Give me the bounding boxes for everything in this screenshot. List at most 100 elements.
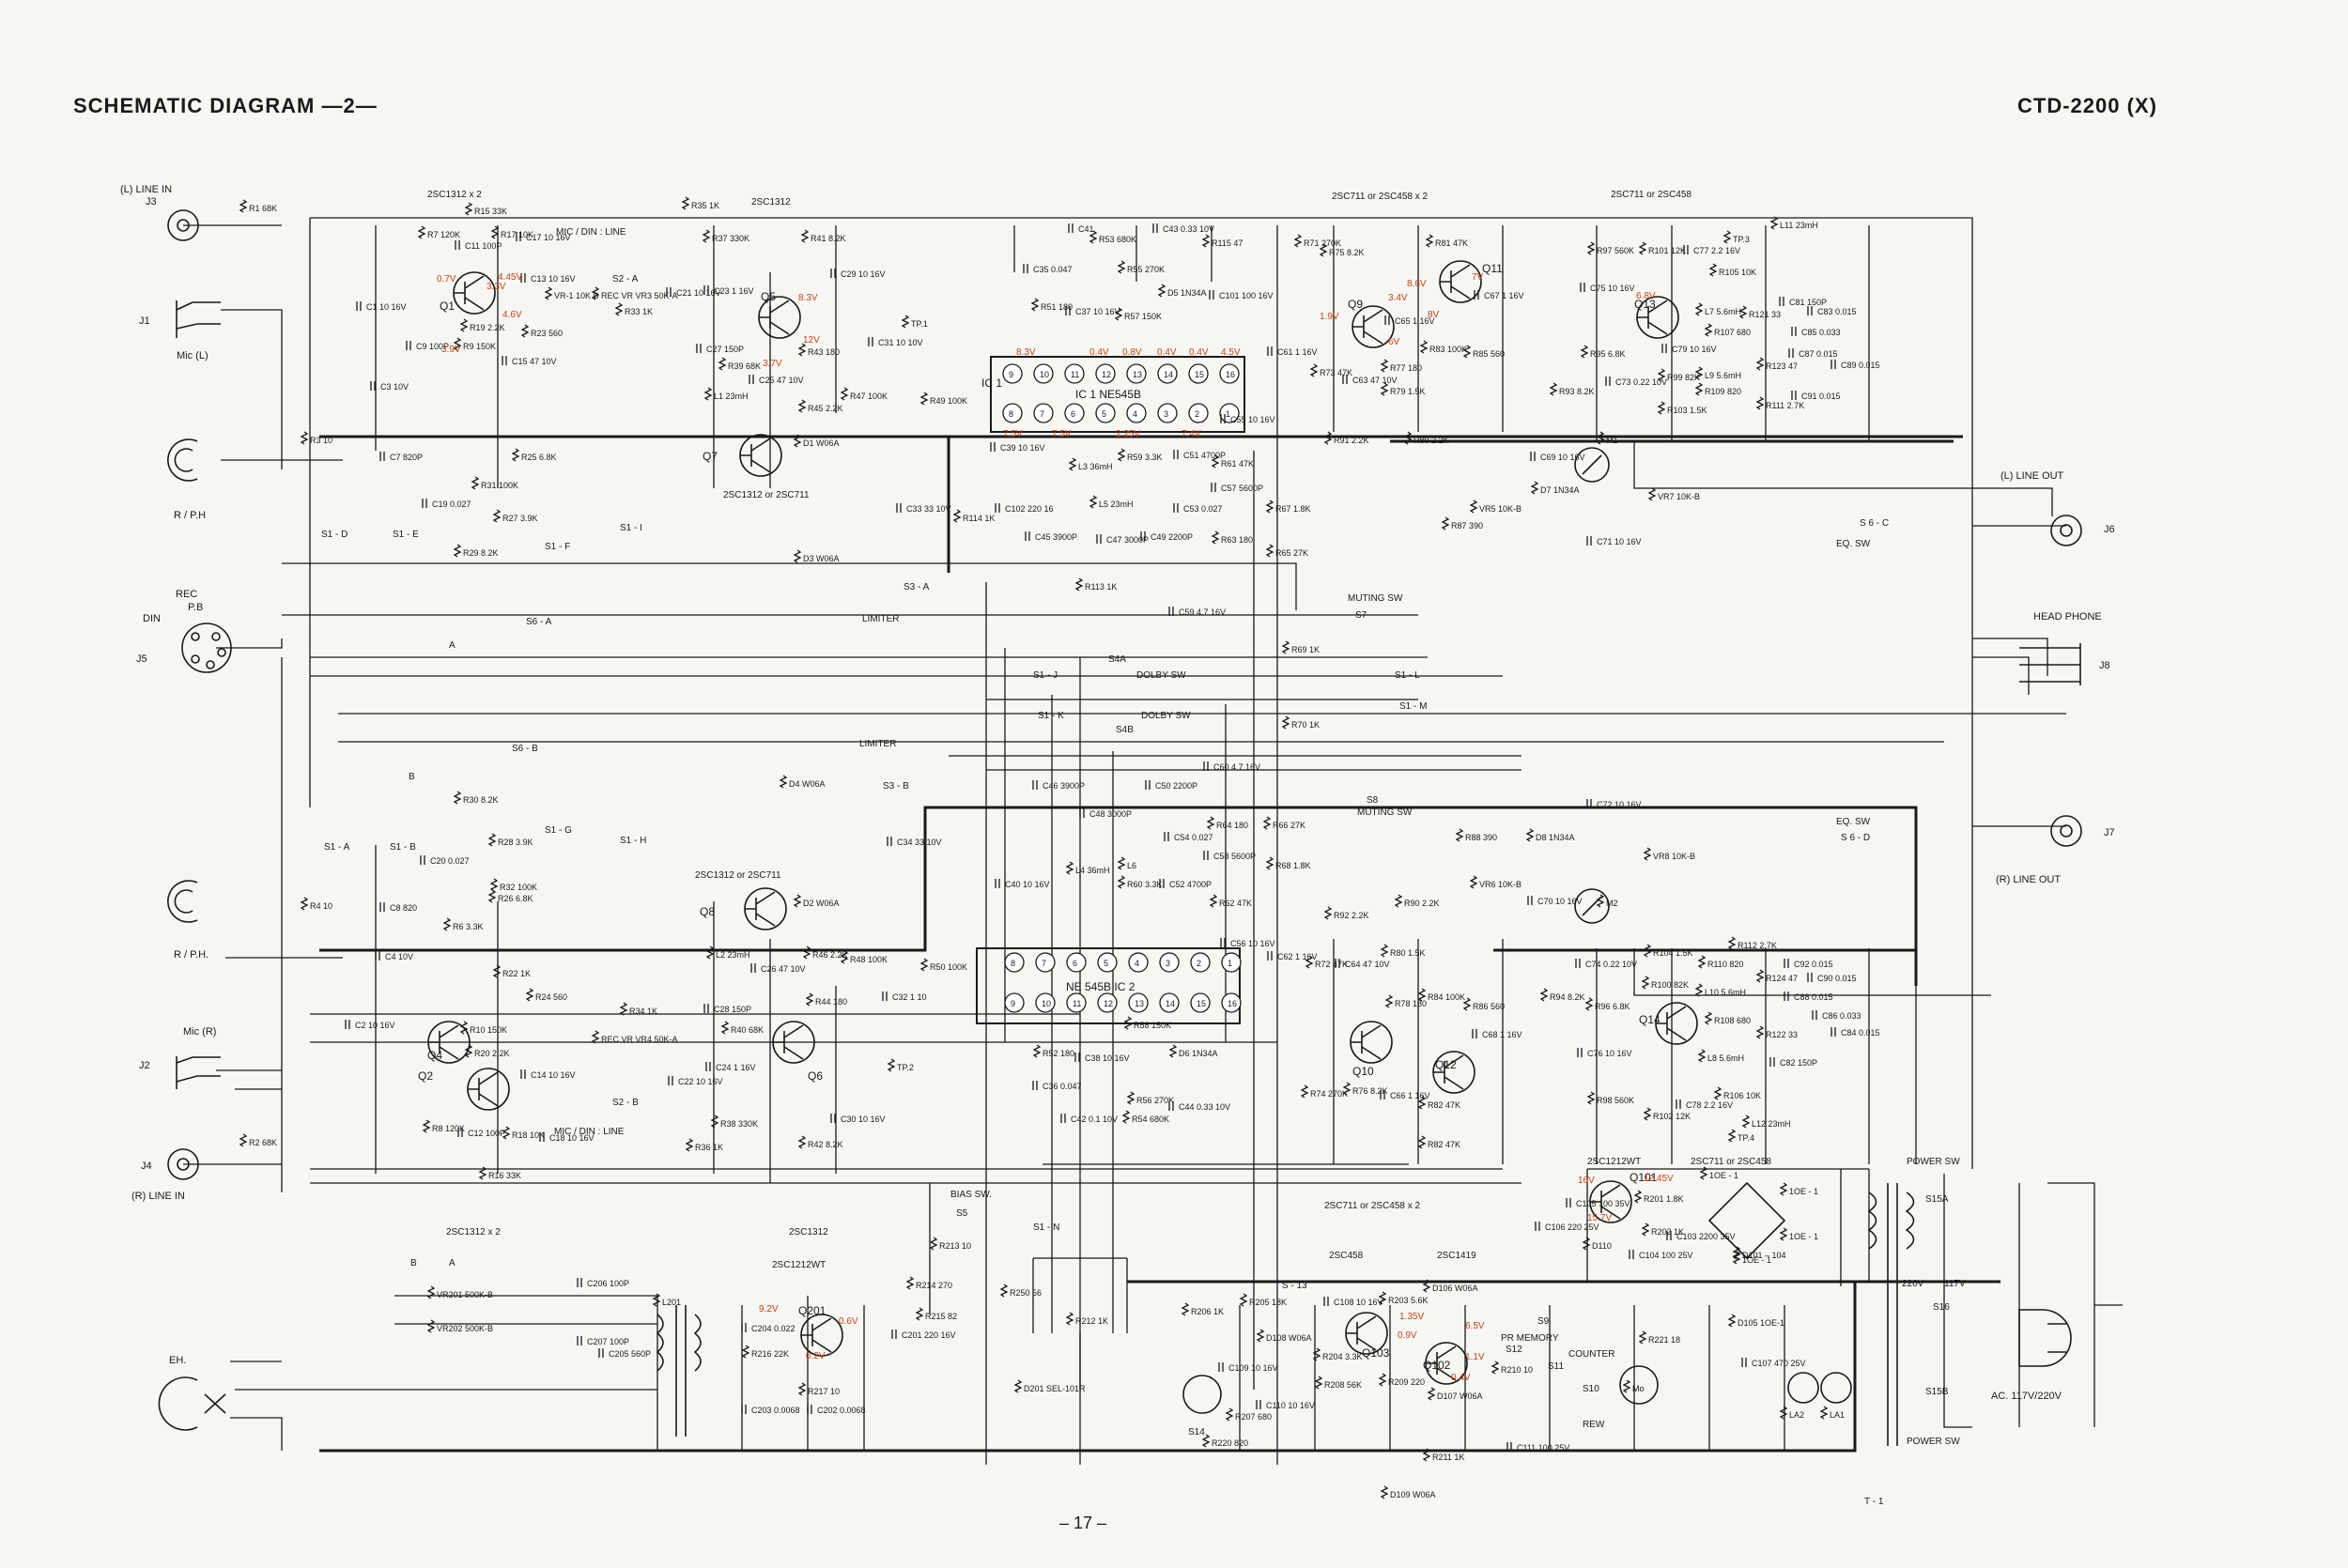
resistor-symbol	[1312, 1347, 1321, 1361]
jack-j5-din	[181, 623, 232, 673]
component-r79: R79 1.5K	[1390, 387, 1426, 396]
component-l6: L6	[1127, 861, 1136, 870]
jacks-j4t-label: (R) LINE IN	[131, 1191, 185, 1202]
resistor-symbol	[1032, 1044, 1042, 1058]
voltage-q13: 6.8V	[1636, 291, 1656, 301]
resistor-symbol	[1225, 1407, 1234, 1422]
resistor-symbol	[1738, 305, 1748, 319]
capacitor-symbol	[741, 1405, 747, 1414]
resistor-symbol	[1525, 828, 1535, 842]
capacitor-symbol	[1779, 297, 1784, 306]
component-r64: R64 180	[1216, 821, 1248, 830]
ic-pin	[1157, 403, 1178, 423]
resistor-symbol	[520, 324, 530, 338]
capacitor-symbol	[703, 285, 709, 295]
ic-pin-number: 5	[1102, 409, 1106, 419]
transistor-q102	[1425, 1342, 1468, 1385]
ic-pin	[1004, 992, 1025, 1013]
component-l4: L4 36mH	[1075, 866, 1110, 875]
component-d201: D201 SEL-101R	[1024, 1384, 1086, 1393]
resistor-symbol	[1779, 1182, 1788, 1196]
resistor-symbol	[1704, 323, 1713, 337]
transistors-q14-label: Q14	[1639, 1013, 1661, 1026]
voltage-ic1i: 2.25V	[1116, 429, 1140, 439]
resistor-symbol	[1425, 234, 1434, 248]
resistor-symbol	[1422, 1279, 1431, 1293]
ic-pin-number: 7	[1042, 959, 1046, 968]
component-c13: C13 10 16V	[531, 274, 576, 284]
component-r45: R45 2.2K	[808, 404, 843, 413]
component-r8: R8 120K	[432, 1124, 465, 1133]
voltage-q1x: 4.6V	[502, 310, 522, 320]
capacitor-symbol	[1203, 761, 1209, 771]
transistor-q12	[1432, 1051, 1475, 1094]
resistor-symbol	[1727, 936, 1737, 950]
resistor-symbol	[800, 229, 810, 243]
component-d5: D5 1N34A	[1167, 288, 1207, 298]
capacitor-symbol	[1812, 1010, 1817, 1020]
component-c47: C47 3000P	[1106, 535, 1149, 545]
group-labels: 2SC1312 x 2 2SC1312 2SC1312 or 2SC711 2S…	[427, 190, 1771, 1270]
component-vr7: VR7 10K-B	[1658, 492, 1700, 501]
resistor-symbol	[489, 878, 499, 892]
capacitor-symbol	[598, 1348, 604, 1358]
resistor-symbol	[1697, 1049, 1707, 1063]
component-r210: R210 10	[1501, 1365, 1533, 1375]
component-c107: C107 470 25V	[1752, 1359, 1806, 1368]
resistor-symbol	[1068, 457, 1077, 471]
resistor-symbol	[1403, 431, 1413, 445]
resistor-symbol	[1755, 357, 1765, 371]
page-title: SCHEMATIC DIAGRAM —2—	[73, 94, 378, 117]
switches-s14-label: S14	[1188, 1427, 1205, 1437]
capacitor-symbol	[1025, 531, 1030, 541]
switches-s1f-label: S1 - F	[545, 542, 570, 552]
switches-bias-label: BIAS SW.	[950, 1190, 992, 1200]
resistor-symbol	[1584, 997, 1594, 1011]
component-r18: R18 10K	[512, 1130, 545, 1140]
voltage-q1b: 0.7V	[437, 274, 456, 284]
resistor-symbol	[1530, 481, 1539, 495]
jacks-j3t-label: (L) LINE IN	[120, 184, 172, 195]
component-r29: R29 8.2K	[463, 548, 499, 558]
jacks-j3-label: J3	[146, 196, 157, 208]
group-label-q5: 2SC1312	[751, 197, 791, 208]
switches-s1g-label: S1 - G	[545, 825, 572, 836]
switches-v117-label: 117V	[1944, 1279, 1966, 1289]
resistor-symbol	[1779, 1406, 1788, 1420]
component-c90: C90 0.015	[1817, 974, 1857, 983]
component-c49: C49 2200P	[1151, 532, 1193, 542]
component-r51: R51 180	[1041, 302, 1073, 312]
capacitor-symbol	[1474, 290, 1479, 300]
component-r110: R110 820	[1707, 960, 1743, 969]
capacitor-symbol	[345, 1020, 350, 1029]
ic2-label: NE 545B IC 2	[1066, 980, 1135, 993]
component-c21: C21 10 16V	[676, 288, 721, 298]
component-r98: R98 560K	[1597, 1096, 1634, 1105]
ic-pin	[1159, 952, 1180, 973]
jack-j4-line-in	[167, 1148, 199, 1180]
component-tp1: TP.1	[911, 319, 928, 329]
component-c69: C69 10 16V	[1540, 453, 1585, 462]
component-r67: R67 1.8K	[1275, 504, 1311, 514]
switches-s2a-label: S2 - A	[612, 274, 639, 284]
component-c37: C37 10 16V	[1075, 307, 1120, 316]
switches-s1i-label: S1 - I	[620, 523, 642, 533]
resistor-symbol	[1342, 1082, 1352, 1096]
resistor-symbol	[1305, 955, 1314, 969]
component-c83: C83 0.015	[1817, 307, 1857, 316]
resistor-symbol	[1314, 1376, 1323, 1390]
switches-s8-label: S8	[1367, 795, 1379, 806]
component-r62: R62 47K	[1219, 899, 1252, 908]
voltage-ic1h: 7.5V	[1052, 429, 1072, 439]
transistor-q9	[1352, 305, 1395, 348]
resistor-symbol	[710, 1115, 719, 1129]
jacks-rph1-label: R / P.H	[174, 510, 206, 521]
capacitor-symbol	[1152, 223, 1158, 233]
component-c38: C38 10 16V	[1085, 1053, 1130, 1063]
component-r220: R220 820	[1212, 1438, 1248, 1448]
resistor-symbol	[1117, 260, 1126, 274]
capacitor-symbol	[406, 341, 411, 350]
resistor-symbol	[1256, 1329, 1265, 1343]
resistor-symbol	[426, 1285, 436, 1299]
